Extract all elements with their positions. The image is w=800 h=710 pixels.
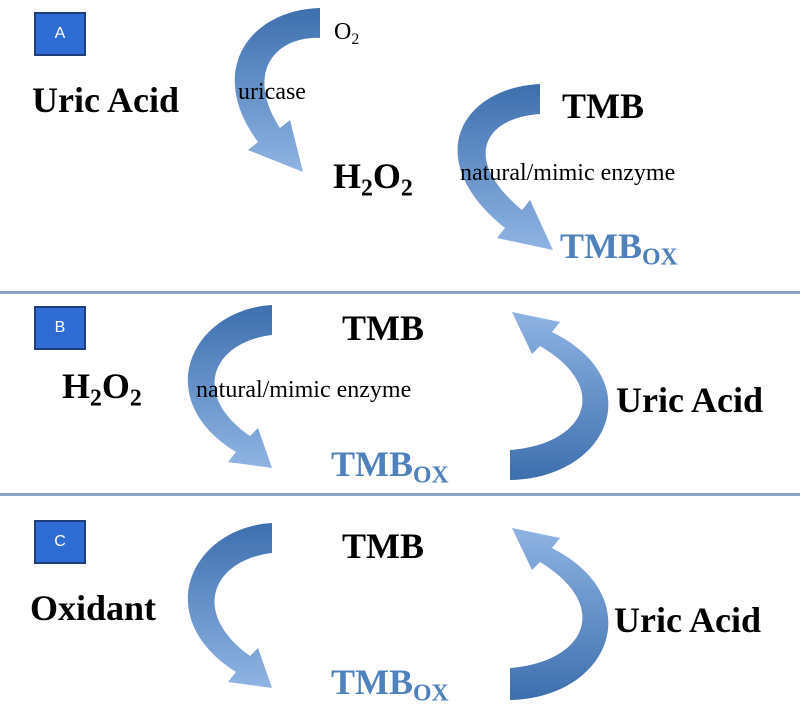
tmbox-a-sub: OX	[642, 244, 678, 271]
oxygen-label: O2	[334, 20, 359, 48]
uric-acid-label-b: Uric Acid	[616, 380, 763, 420]
uric-acid-label-c: Uric Acid	[614, 600, 761, 640]
enzyme-label-a: natural/mimic enzyme	[460, 160, 676, 186]
enzyme-label-b: natural/mimic enzyme	[196, 377, 412, 403]
divider-a-b	[0, 291, 800, 294]
h2o2-label-a: H2O2	[333, 158, 413, 201]
h2o2-a-p1: H	[333, 156, 362, 196]
tmbox-c-sub: OX	[413, 680, 449, 707]
tmbox-b-sub: OX	[413, 462, 449, 489]
uricase-arrow	[234, 8, 320, 172]
uric-acid-label-a: Uric Acid	[32, 80, 179, 120]
uric-acid-arrow-b	[510, 312, 609, 480]
panel-c-badge-label: C	[54, 533, 66, 550]
tmb-label-b: TMB	[342, 308, 425, 348]
uric-acid-arrow-c	[510, 528, 609, 700]
tmbox-c-base: TMB	[331, 662, 414, 702]
h2o2-a-p2: O	[372, 156, 401, 196]
tmbox-a-base: TMB	[560, 226, 643, 266]
tmbox-b-base: TMB	[331, 444, 414, 484]
panel-c-badge: C	[34, 520, 86, 564]
h2o2-a-s2: 2	[400, 175, 413, 202]
oxygen-base: O	[334, 19, 352, 45]
panel-a-badge-label: A	[54, 25, 66, 42]
oxygen-sub: 2	[351, 31, 360, 49]
h2o2-b-s1: 2	[90, 385, 102, 412]
panel-a-badge: A	[34, 12, 86, 56]
tmbox-label-a: TMBOX	[560, 228, 678, 270]
tmbox-label-c: TMBOX	[331, 664, 449, 706]
tmb-label-c: TMB	[342, 526, 425, 566]
divider-b-c	[0, 493, 800, 496]
oxidant-label: Oxidant	[30, 588, 157, 628]
panel-b-badge: B	[34, 306, 86, 350]
uricase-label: uricase	[238, 79, 306, 105]
enzyme-arrow-a	[457, 84, 553, 250]
h2o2-a-s1: 2	[361, 175, 373, 202]
h2o2-b-p1: H	[62, 366, 91, 406]
h2o2-b-s2: 2	[129, 385, 142, 412]
enzyme-arrow-b	[187, 305, 272, 468]
oxidant-arrow	[187, 523, 272, 688]
panel-b-badge-label: B	[54, 319, 66, 336]
h2o2-label-b: H2O2	[62, 368, 142, 411]
h2o2-b-p2: O	[101, 366, 130, 406]
tmbox-label-b: TMBOX	[331, 446, 449, 488]
tmb-label-a: TMB	[562, 86, 645, 126]
